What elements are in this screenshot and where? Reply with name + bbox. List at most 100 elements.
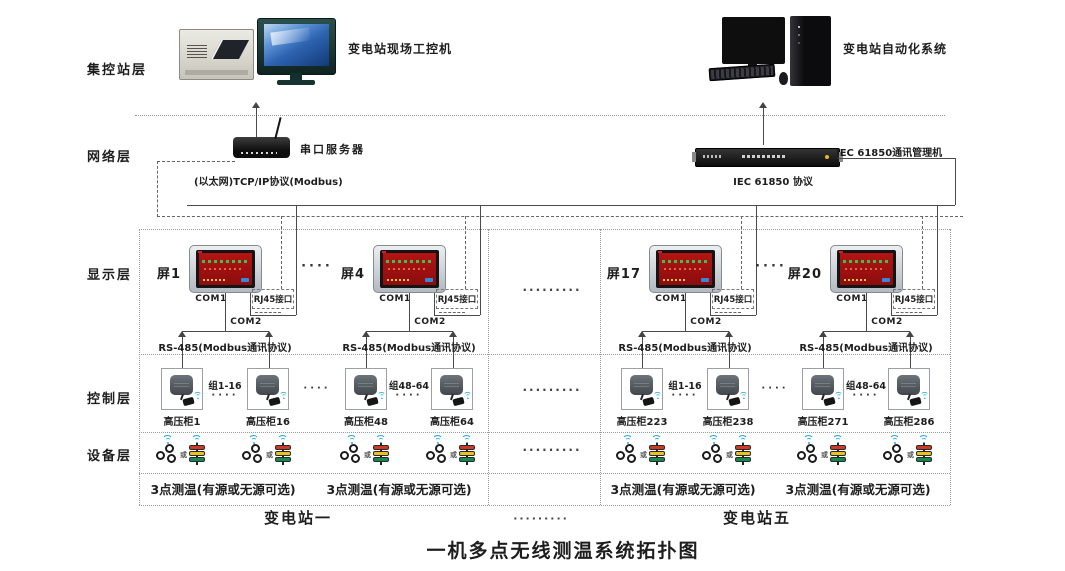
group-ellipsis: ···· (852, 390, 880, 401)
receiver-device (707, 368, 749, 410)
com1-label: COM1 (195, 294, 227, 304)
wifi-icon (277, 435, 288, 444)
iec-manager-label: IEC 61850通讯管理机 (836, 148, 943, 159)
rs485-drop (182, 332, 183, 368)
sensor-group: 或 (616, 435, 668, 465)
pc-tower-icon (790, 16, 831, 86)
wifi-icon (248, 435, 259, 444)
rj45-dashed-tail (255, 312, 281, 313)
or-label: 或 (180, 451, 187, 459)
wifi-icon (834, 391, 843, 399)
iec-protocol-label: IEC 61850 协议 (733, 177, 813, 188)
rs485-arrow-icon (449, 331, 457, 337)
ipc-label: 变电站现场工控机 (348, 42, 453, 56)
note-label: 3点测温(有源或无源可选) (610, 482, 756, 497)
wifi-icon (191, 435, 202, 444)
stack-sensor-icon (830, 443, 847, 465)
com2-line (891, 293, 892, 315)
pc-vent (187, 43, 207, 58)
com2-line (891, 315, 937, 316)
rs485-drop (823, 332, 824, 368)
com1-label: COM1 (655, 294, 687, 304)
rack-logo (703, 155, 721, 158)
iec-manager-link (838, 158, 955, 159)
rs485-label: RS-485(Modbus通讯协议) (799, 343, 933, 354)
stack-sensor-icon (189, 443, 206, 465)
group-label: 组48-64 (389, 381, 429, 392)
or-label: 或 (907, 451, 914, 459)
ring-sensors-icon (797, 444, 819, 464)
com2-line (250, 293, 251, 315)
wifi-icon (708, 435, 719, 444)
rs485-arrow-icon (725, 331, 733, 337)
lcd-monitor-icon (722, 17, 785, 64)
layer-label-station: 集控站层 (87, 63, 148, 78)
rj45-port-box: RJ45接口 (436, 289, 478, 309)
rs485-drop (642, 332, 643, 368)
sensor-group: 或 (156, 435, 208, 465)
rs485-bus (182, 331, 269, 332)
com2-riser (756, 205, 757, 315)
com2-line (250, 315, 296, 316)
sensor-group: 或 (702, 435, 754, 465)
group-ellipsis: ···· (671, 390, 699, 401)
uplink-arrow-icon (252, 102, 260, 108)
rs485-drop (910, 332, 911, 368)
com1-line (225, 293, 226, 331)
hmi-frame (656, 250, 715, 288)
cabinet-label: 高压柜64 (430, 417, 474, 428)
layer-label-control: 控制层 (87, 392, 133, 407)
ring-sensors-icon (702, 444, 724, 464)
group-ellipsis: ···· (211, 390, 239, 401)
ellipsis: ···· (755, 259, 787, 274)
sensor-group: 或 (883, 435, 935, 465)
stack-sensor-icon (373, 443, 390, 465)
ethernet-dashed-link (157, 161, 158, 217)
cabinet-label: 高压柜48 (344, 417, 388, 428)
wireless-receiver-icon (354, 375, 377, 395)
rj45-port-box: RJ45接口 (252, 289, 294, 309)
stack-sensor-icon (735, 443, 752, 465)
tcpip-label: (以太网)TCP/IP协议(Modbus) (194, 177, 343, 188)
com2-label: COM2 (414, 317, 446, 327)
ellipsis: ···· (761, 383, 789, 394)
serial-server-icon (233, 137, 290, 158)
rs485-label: RS-485(Modbus通讯协议) (158, 343, 292, 354)
receiver-device (431, 368, 473, 410)
rs485-arrow-icon (362, 331, 370, 337)
rs485-drop (453, 332, 454, 368)
layer-label-network: 网络层 (87, 150, 133, 165)
ring-sensors-icon (242, 444, 264, 464)
wifi-icon (162, 435, 173, 444)
group-ellipsis: ···· (395, 390, 423, 401)
rj45-port-box: RJ45接口 (712, 289, 754, 309)
hmi-screen-device (373, 245, 446, 293)
rack-led (825, 155, 829, 159)
rs485-bus (366, 331, 453, 332)
rs485-label: RS-485(Modbus通讯协议) (342, 343, 476, 354)
receiver-device (247, 368, 289, 410)
com1-line (685, 293, 686, 331)
wifi-icon (346, 435, 357, 444)
ellipsis: ···· (303, 383, 331, 394)
rj45-dashed-tail (439, 312, 465, 313)
rs485-arrow-icon (265, 331, 273, 337)
device-note-separator (139, 473, 950, 474)
station2-box-right (950, 229, 951, 505)
iec-manager-icon (692, 148, 843, 167)
wifi-icon (651, 435, 662, 444)
rs485-arrow-icon (178, 331, 186, 337)
crt-screen (264, 24, 329, 66)
display-control-separator (139, 354, 950, 355)
layer-label-device: 设备层 (87, 449, 133, 464)
group-label: 组48-64 (846, 381, 886, 392)
pc-drive-bay (210, 40, 250, 59)
hmi-display (383, 253, 436, 285)
hmi-display (199, 253, 252, 285)
com1-line (866, 293, 867, 331)
com2-riser (296, 205, 297, 315)
rs485-arrow-icon (638, 331, 646, 337)
receiver-device (161, 368, 203, 410)
wifi-icon (920, 391, 929, 399)
wifi-icon (889, 435, 900, 444)
